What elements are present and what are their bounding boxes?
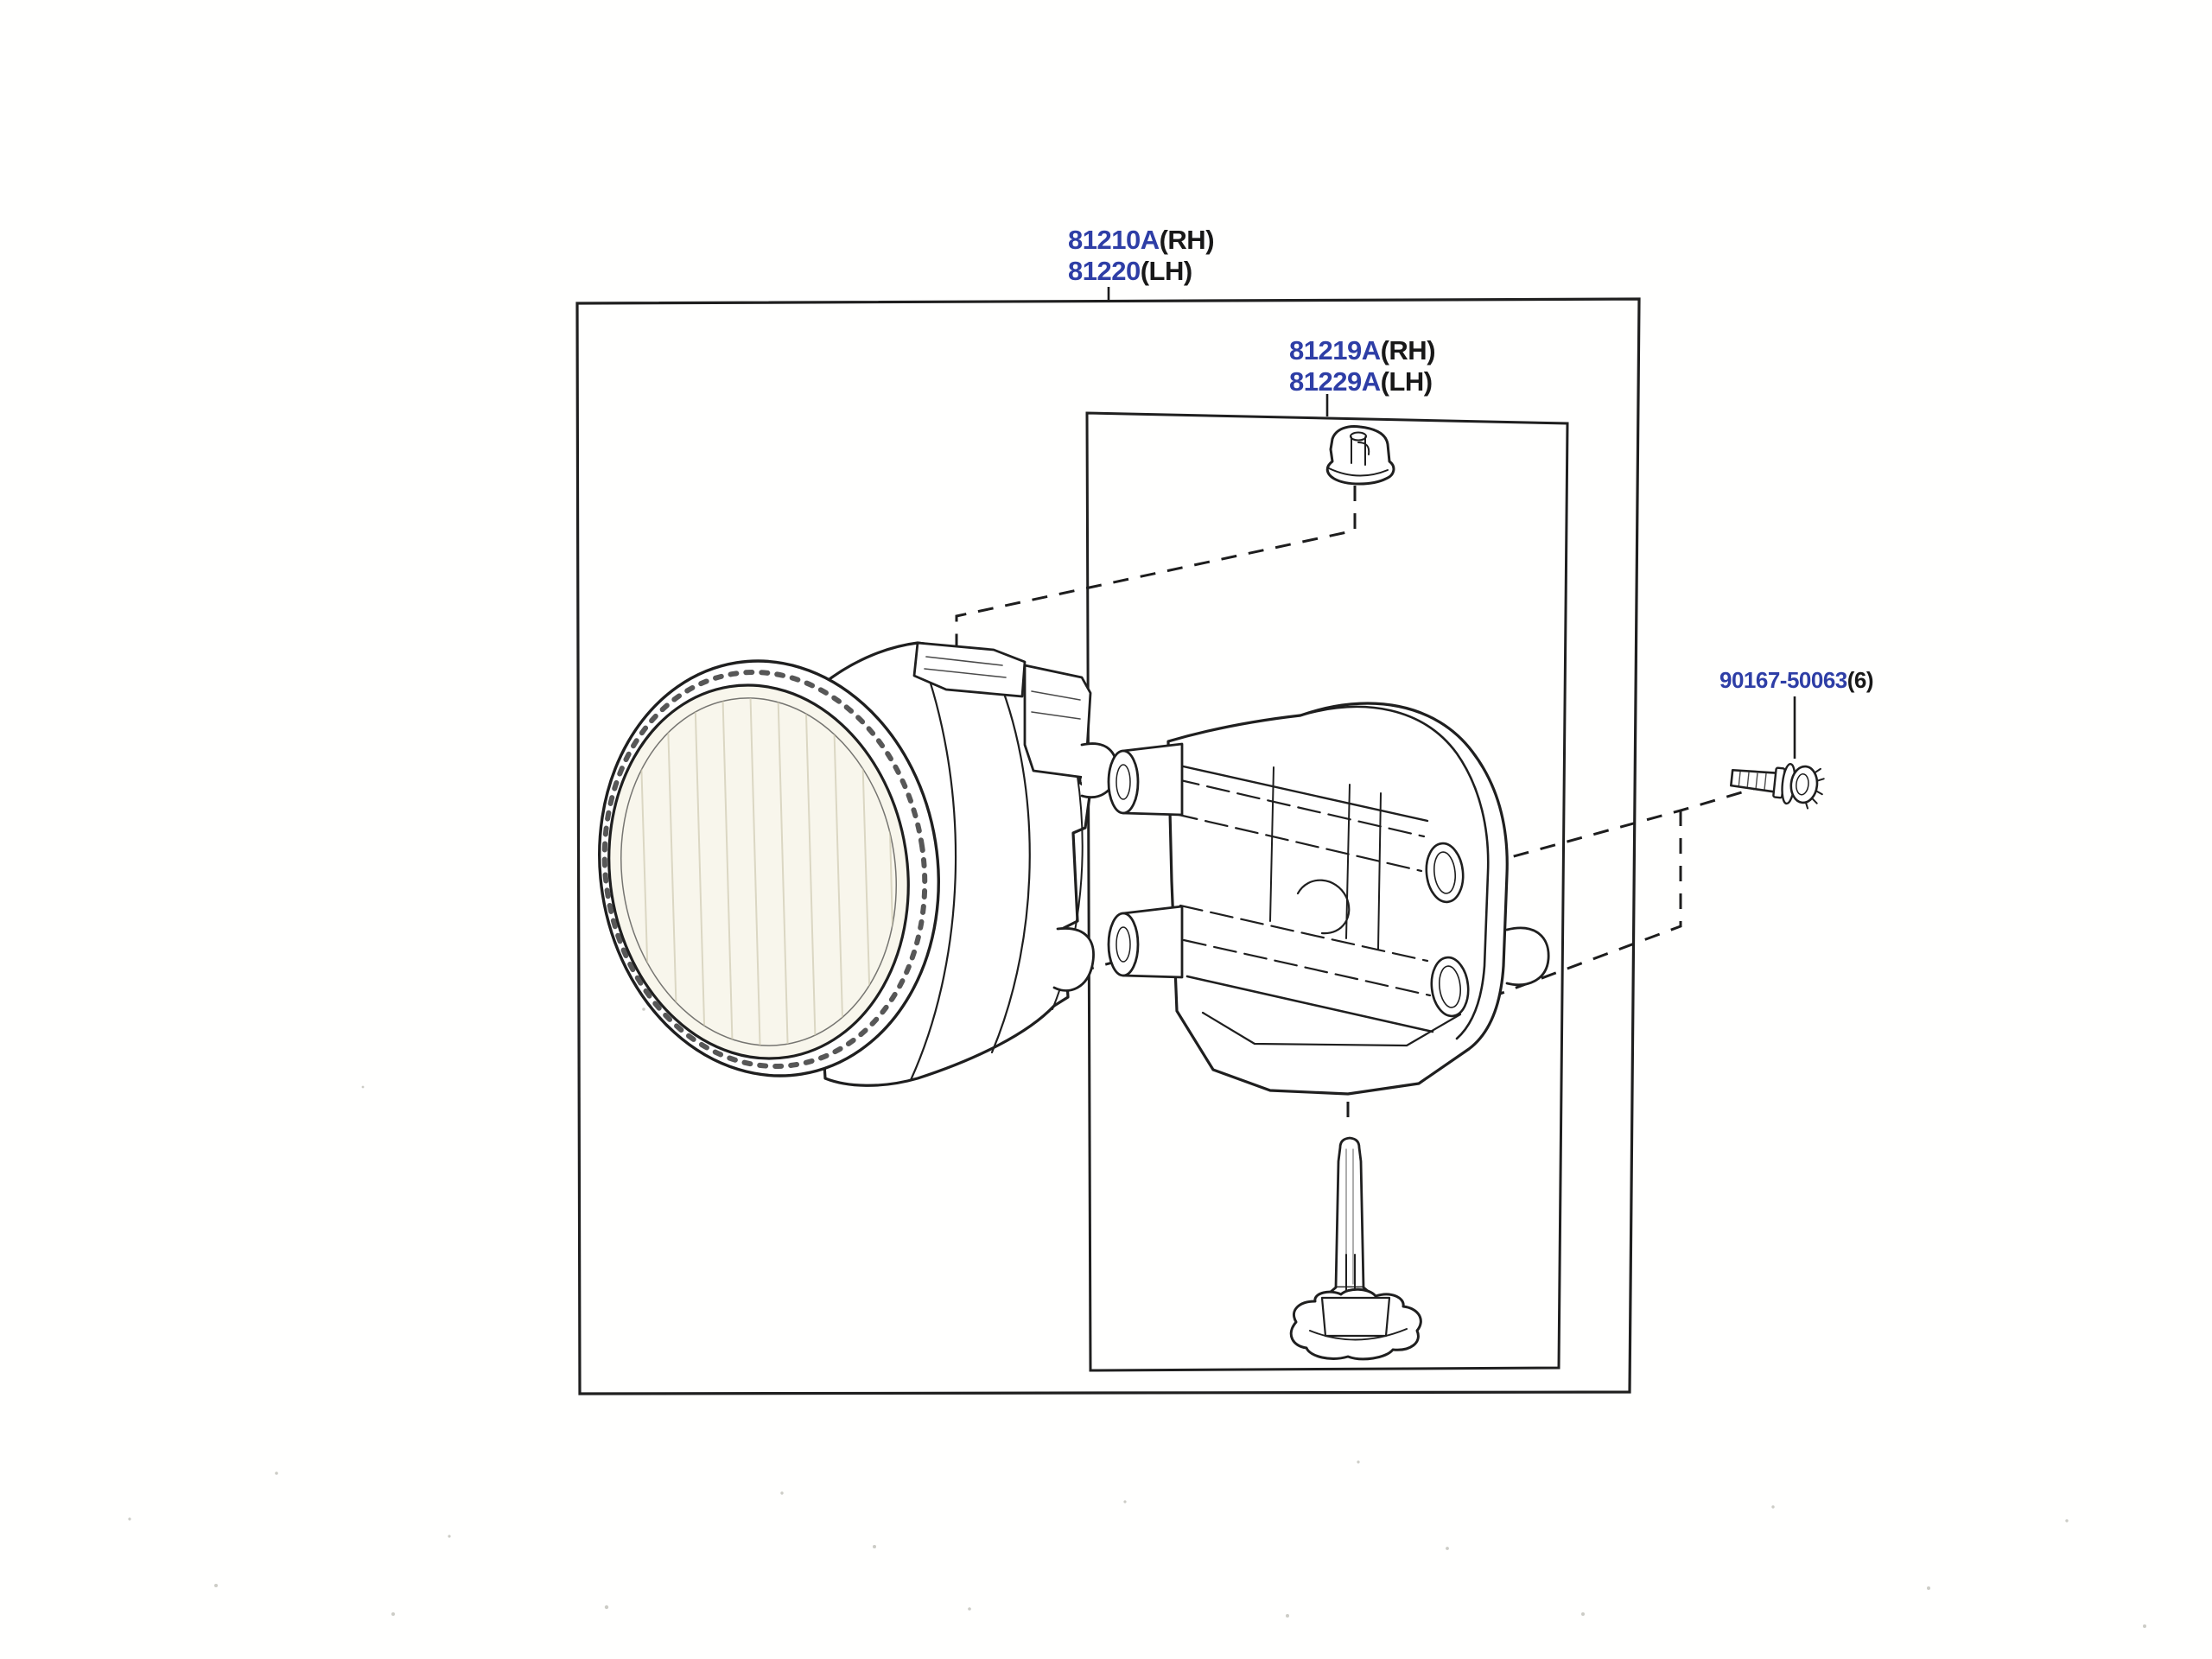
flange-bolt-drawing xyxy=(1730,763,1825,810)
part-label-bracket: 81219A(RH) 81229A(LH) xyxy=(1289,335,1436,397)
part-label-line: 81220(LH) xyxy=(1068,256,1214,287)
scan-noise-specks xyxy=(128,1007,2146,1628)
fog-lamp-unit-drawing xyxy=(598,641,1118,1087)
part-number-link[interactable]: 81220 xyxy=(1068,256,1141,286)
part-qty-text: (6) xyxy=(1847,667,1874,693)
bracket-group-box xyxy=(1085,411,1569,1372)
part-number-link[interactable]: 81210A xyxy=(1068,225,1160,255)
outer-boundary-box xyxy=(575,297,1641,1395)
flange-nut-drawing xyxy=(1325,425,1395,486)
part-side-text: (RH) xyxy=(1159,225,1215,255)
part-number-link[interactable]: 81219A xyxy=(1289,335,1381,365)
part-label-line: 81229A(LH) xyxy=(1289,366,1435,397)
part-number-link[interactable]: 90167-50063 xyxy=(1719,667,1847,693)
part-side-text: (RH) xyxy=(1380,335,1436,365)
part-label-fog-lamp-assembly: 81210A(RH) 81220(LH) xyxy=(1068,225,1215,287)
part-label-line: 90167-50063(6) xyxy=(1719,667,1874,693)
label-leader-lines xyxy=(1107,287,1796,759)
part-label-line: 81210A(RH) xyxy=(1068,225,1215,256)
part-side-text: (LH) xyxy=(1380,366,1433,397)
part-label-line: 81219A(RH) xyxy=(1289,335,1436,366)
aiming-screw-drawing xyxy=(1289,1136,1422,1361)
mounting-bracket-drawing xyxy=(1107,702,1550,1096)
part-side-text: (LH) xyxy=(1140,256,1192,286)
part-label-bolt: 90167-50063(6) xyxy=(1719,667,1874,693)
part-number-link[interactable]: 81229A xyxy=(1289,366,1381,397)
